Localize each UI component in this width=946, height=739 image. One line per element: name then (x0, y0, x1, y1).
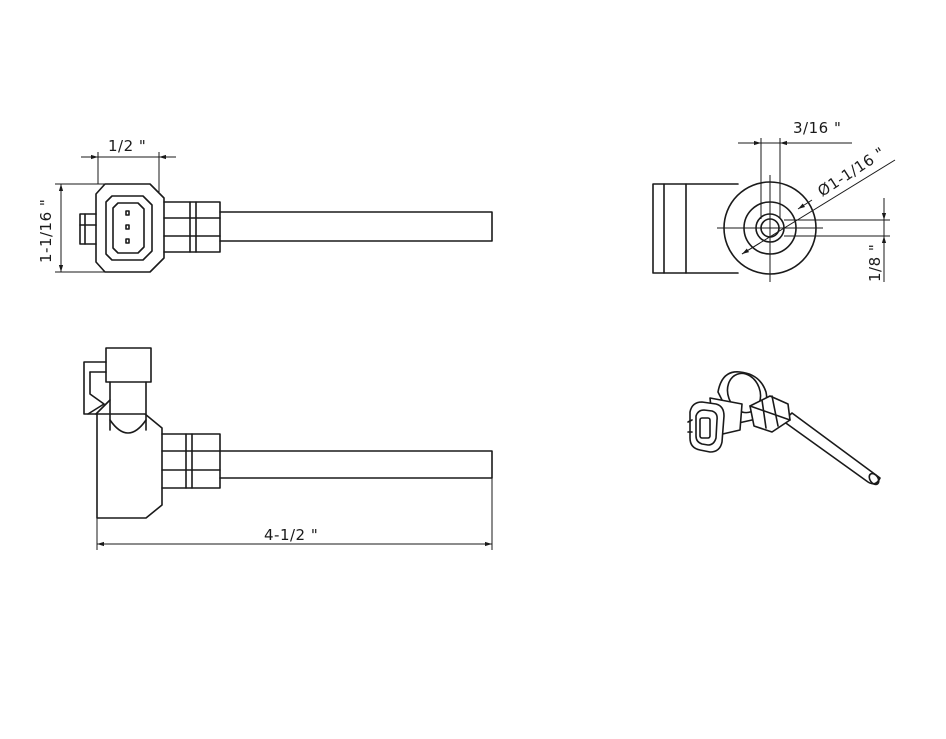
dimension-bore: 1/8 " (784, 198, 890, 282)
isometric-view (687, 371, 881, 486)
dim-label-overall-length: 4-1/2 " (264, 526, 318, 544)
front-view (79, 183, 493, 273)
dimension-overall-length: 4-1/2 " (96, 478, 493, 550)
dimension-connector-width: 1/2 " (81, 137, 176, 192)
side-view (83, 347, 493, 519)
dim-label-flange-diameter: Ø1-1/16 " (814, 144, 888, 201)
dim-label-port-width: 3/16 " (793, 119, 841, 137)
dimension-body-height: 1-1/16 " (37, 183, 105, 273)
end-view (652, 159, 896, 282)
dim-label-bore: 1/8 " (866, 244, 884, 282)
dim-label-body-height: 1-1/16 " (37, 199, 55, 263)
dim-label-connector-width: 1/2 " (108, 137, 146, 155)
dimension-port-width: 3/16 " (738, 119, 852, 219)
